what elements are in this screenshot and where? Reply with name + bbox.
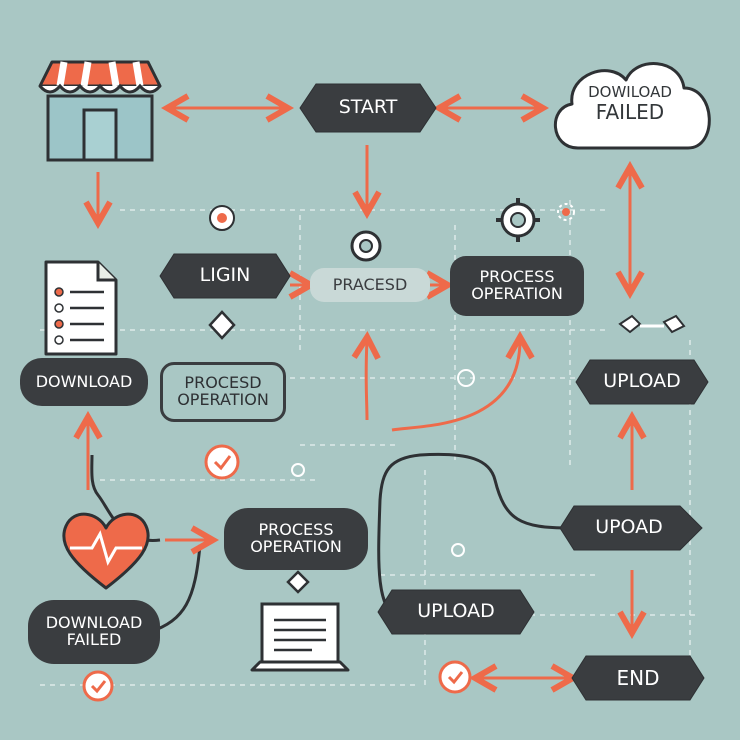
node-procesd-operation-line2: OPERATION — [177, 390, 269, 409]
node-upload-bottom-label: UPLOAD — [417, 600, 495, 623]
node-start-label: START — [338, 96, 398, 119]
check-badge-icon — [82, 444, 472, 702]
node-download-failed-top-line2: FAILED — [595, 99, 665, 124]
node-login-label: LIGIN — [199, 264, 251, 287]
node-shapes — [159, 83, 709, 701]
laptop-icon — [250, 602, 350, 672]
link-icon — [618, 314, 686, 334]
node-start: START — [316, 84, 420, 132]
node-upoad: UPOAD — [574, 506, 684, 550]
cloud-icon — [554, 62, 711, 150]
node-download-failed-bottom-line2: FAILED — [66, 630, 122, 649]
node-download-failed-top-line1: DOWILOAD — [588, 83, 672, 101]
node-process-operation-mid: PROCESS OPERATION — [224, 508, 368, 570]
node-upload-bottom: UPLOAD — [392, 590, 520, 634]
node-pracesd-label: PRACESD — [332, 274, 408, 294]
node-download-failed-bottom-line1: DOWNLOAD — [45, 613, 143, 633]
node-download: DOWNLOAD — [20, 358, 148, 406]
tiny-gear-icon — [557, 203, 575, 221]
diamond-icon — [208, 310, 310, 594]
node-upload-right-label: UPLOAD — [603, 370, 681, 393]
node-procesd-operation-line1: PROCESD — [184, 373, 262, 393]
node-end: END — [586, 656, 690, 700]
gear-icon — [496, 198, 540, 242]
node-process-operation-top-line2: OPERATION — [471, 284, 563, 303]
node-pracesd: PRACESD — [310, 268, 430, 302]
node-download-failed-bottom: DOWNLOAD FAILED — [28, 600, 160, 664]
node-upload-right: UPLOAD — [590, 360, 694, 404]
node-download-failed-top: DOWILOAD FAILED — [566, 84, 694, 123]
flow-arrows — [88, 108, 632, 678]
node-shapes-rounded — [20, 256, 584, 664]
node-process-operation-top-line1: PROCESS — [479, 267, 555, 287]
node-procesd-operation: PROCESD OPERATION — [160, 362, 286, 422]
document-list-icon — [44, 260, 118, 356]
node-download-label: DOWNLOAD — [35, 371, 133, 391]
heart-pulse-icon — [62, 512, 150, 590]
node-login: LIGIN — [174, 254, 276, 298]
node-process-operation-top: PROCESS OPERATION — [450, 256, 584, 316]
node-process-operation-mid-line2: OPERATION — [250, 537, 342, 556]
node-end-label: END — [616, 665, 660, 690]
target-circle-icon — [209, 205, 475, 557]
node-process-operation-mid-line1: PROCESS — [258, 520, 334, 540]
node-upoad-label: UPOAD — [595, 516, 663, 539]
store-icon — [38, 60, 162, 162]
